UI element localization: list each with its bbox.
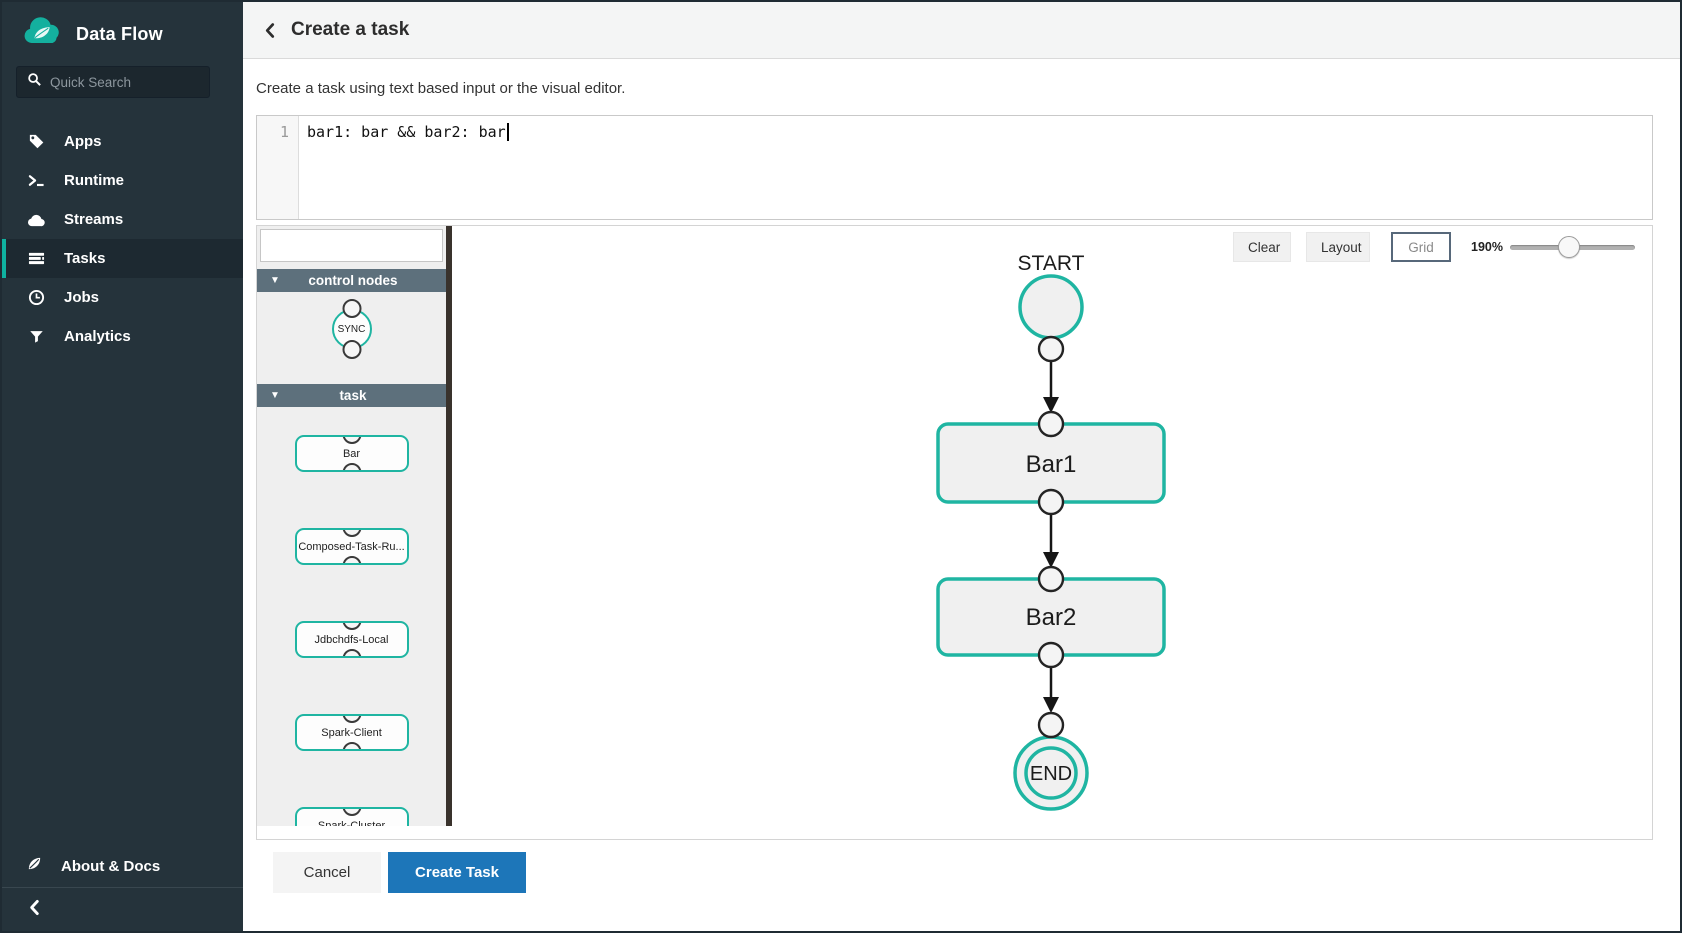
palette-item: Spark-Client: [257, 714, 446, 779]
page-description: Create a task using text based input or …: [256, 80, 626, 97]
palette-node-bar[interactable]: Bar: [294, 435, 409, 472]
app-logo[interactable]: Data Flow: [2, 2, 243, 52]
app-title: Data Flow: [76, 23, 163, 44]
sidebar-item-label: Apps: [64, 133, 102, 150]
clear-button[interactable]: Clear: [1233, 232, 1292, 262]
collapse-triangle-icon: ▼: [270, 275, 280, 286]
line-number: 1: [279, 123, 289, 141]
sidebar-item-about-docs[interactable]: About & Docs: [2, 845, 243, 887]
arrowhead-icon: [1043, 697, 1059, 713]
back-button[interactable]: [264, 22, 275, 39]
palette-group-header-task[interactable]: ▼ task: [257, 384, 446, 407]
palette-item: Jdbchdfs-Local: [257, 621, 446, 686]
create-task-button[interactable]: Create Task: [388, 852, 526, 893]
sidebar: Data Flow AppsRuntimeStreamsTasksJobsAna…: [2, 2, 243, 931]
search-icon: [27, 72, 42, 92]
filter-icon: [26, 329, 46, 344]
sidebar-footer: About & Docs: [2, 845, 243, 931]
quick-search-box[interactable]: [16, 66, 227, 98]
palette-item: Spark-Cluster: [257, 807, 446, 826]
code-text: bar1: bar && bar2: bar: [307, 123, 506, 141]
sidebar-item-streams[interactable]: Streams: [2, 200, 243, 239]
sidebar-item-label: Runtime: [64, 172, 124, 189]
port[interactable]: [1037, 711, 1065, 739]
flow-node-end[interactable]: END: [1013, 735, 1089, 811]
palette-node-sync[interactable]: SYNC: [331, 309, 372, 349]
sidebar-item-label: Tasks: [64, 250, 106, 267]
port[interactable]: [1037, 565, 1065, 593]
task-definition-editor[interactable]: 1 bar1: bar && bar2: bar: [256, 115, 1653, 220]
grid-button[interactable]: Grid: [1391, 232, 1452, 262]
chevron-left-icon: [28, 899, 40, 921]
canvas-toolbar: Clear Layout Grid 190%: [1233, 232, 1635, 262]
page-header: Create a task: [243, 2, 1680, 59]
divider: [2, 887, 243, 888]
spring-leaf-logo-icon: [22, 16, 64, 52]
cloud-icon: [26, 213, 46, 227]
palette-item: Composed-Task-Ru...: [257, 528, 446, 593]
port[interactable]: [1037, 488, 1065, 516]
sidebar-item-label: Analytics: [64, 328, 131, 345]
layout-button[interactable]: Layout: [1306, 232, 1371, 262]
palette-group-label: task: [339, 388, 367, 403]
zoom-percentage-label: 190%: [1471, 240, 1503, 254]
page-title: Create a task: [291, 19, 410, 40]
palette-group-label: control nodes: [308, 273, 398, 288]
sidebar-item-label: Jobs: [64, 289, 100, 306]
flow-edge[interactable]: [1043, 514, 1059, 568]
tasks-icon: [26, 250, 46, 267]
about-docs-label: About & Docs: [61, 857, 161, 875]
text-caret: [506, 123, 509, 141]
palette-node-composed-task-ru[interactable]: Composed-Task-Ru...: [294, 528, 409, 565]
palette-search-input[interactable]: [260, 229, 443, 262]
flow-edge[interactable]: [1043, 667, 1059, 713]
main-area: Create a task Create a task using text b…: [243, 2, 1680, 931]
palette-node-jdbchdfs-local[interactable]: Jdbchdfs-Local: [294, 621, 409, 658]
flow-node-start[interactable]: [1018, 274, 1084, 340]
cancel-button[interactable]: Cancel: [273, 852, 381, 893]
quick-search-input[interactable]: [50, 74, 227, 90]
editor-gutter: 1: [257, 116, 299, 219]
port[interactable]: [1037, 641, 1065, 669]
flow-node-bar1-label: Bar1: [1026, 451, 1077, 478]
terminal-icon: [26, 172, 46, 189]
zoom-slider-thumb[interactable]: [1557, 236, 1580, 258]
sidebar-item-tasks[interactable]: Tasks: [2, 239, 243, 278]
clock-icon: [26, 289, 46, 306]
sidebar-item-analytics[interactable]: Analytics: [2, 317, 243, 356]
arrowhead-icon: [1043, 552, 1059, 568]
leaf-icon: [26, 855, 43, 877]
port[interactable]: [1037, 410, 1065, 438]
palette-node-spark-cluster[interactable]: Spark-Cluster: [294, 807, 409, 826]
flow-node-end-label: END: [1030, 763, 1072, 785]
sidebar-item-jobs[interactable]: Jobs: [2, 278, 243, 317]
palette-group-header-control-nodes[interactable]: ▼ control nodes: [257, 269, 446, 292]
sidebar-item-runtime[interactable]: Runtime: [2, 161, 243, 200]
port[interactable]: [1037, 335, 1065, 363]
zoom-slider[interactable]: [1510, 232, 1635, 262]
arrowhead-icon: [1043, 397, 1059, 413]
flow-node-bar2-label: Bar2: [1026, 604, 1077, 631]
palette-scrollbar[interactable]: [446, 226, 452, 826]
flow-canvas[interactable]: START Bar1 Bar2: [257, 226, 1653, 839]
sidebar-item-apps[interactable]: Apps: [2, 122, 243, 161]
sidebar-collapse-button[interactable]: [2, 888, 243, 931]
flow-node-bar1[interactable]: Bar1: [936, 422, 1166, 504]
editor-code-area[interactable]: bar1: bar && bar2: bar: [299, 116, 1652, 219]
flow-edge[interactable]: [1043, 361, 1059, 413]
sidebar-item-label: Streams: [64, 211, 124, 228]
tags-icon: [26, 133, 46, 150]
flow-node-start-label: START: [1018, 252, 1085, 275]
palette-item: Bar: [257, 435, 446, 500]
palette-node-spark-client[interactable]: Spark-Client: [294, 714, 409, 751]
collapse-triangle-icon: ▼: [270, 390, 280, 401]
palette-group-body: SYNC: [257, 309, 446, 384]
